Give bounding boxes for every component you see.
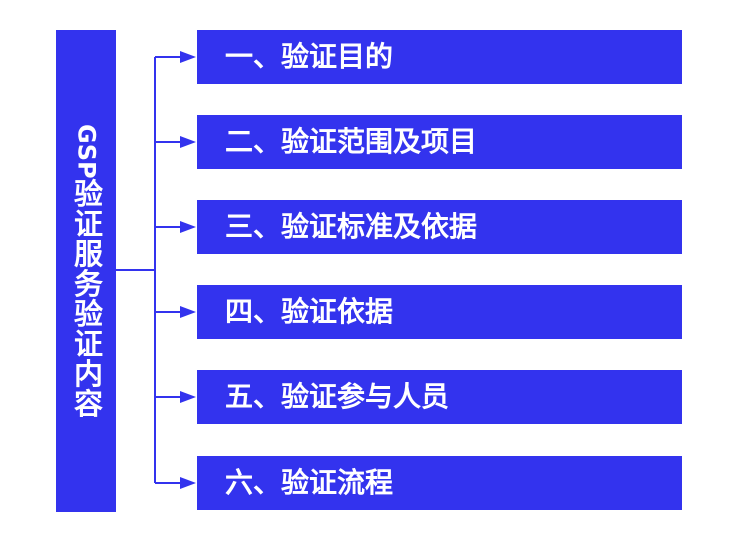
item-box-5: 五、验证参与人员 (197, 370, 682, 424)
arrow-head-3 (180, 221, 196, 233)
main-topic-box: GSP验证服务验证内容 (56, 30, 116, 512)
main-topic-label: GSP验证服务验证内容 (69, 123, 104, 419)
item-box-2: 二、验证范围及项目 (197, 115, 682, 169)
main-topic-label-latin: GSP (72, 123, 101, 179)
item-label-6: 六、验证流程 (225, 466, 394, 499)
main-topic-label-cjk: 验证服务验证内容 (69, 178, 104, 419)
item-box-4: 四、验证依据 (197, 285, 682, 339)
arrow-head-4 (180, 306, 196, 318)
item-label-5: 五、验证参与人员 (225, 380, 450, 413)
item-box-1: 一、验证目的 (197, 30, 682, 84)
arrow-head-5 (180, 391, 196, 403)
item-box-6: 六、验证流程 (197, 456, 682, 510)
item-label-2: 二、验证范围及项目 (225, 125, 478, 158)
connector-arrows (155, 51, 196, 489)
item-box-3: 三、验证标准及依据 (197, 200, 682, 254)
arrow-head-1 (180, 51, 196, 63)
item-label-4: 四、验证依据 (225, 295, 394, 328)
arrow-head-6 (180, 477, 196, 489)
item-label-3: 三、验证标准及依据 (225, 210, 478, 243)
item-label-1: 一、验证目的 (225, 40, 394, 73)
arrow-head-2 (180, 136, 196, 148)
